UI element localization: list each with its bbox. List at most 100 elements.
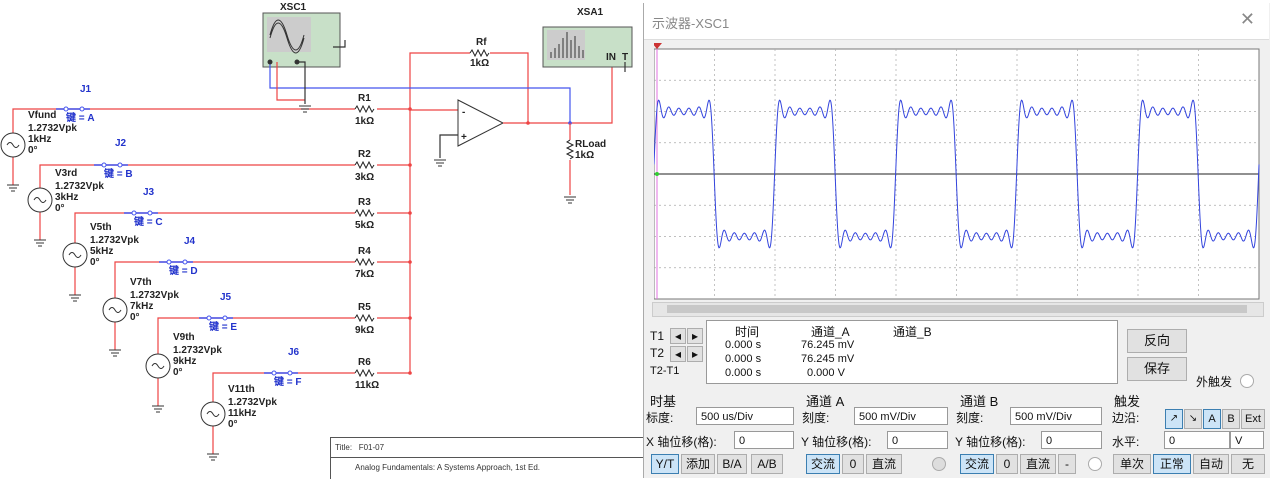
source-amplitude: 1.2732Vpk <box>90 235 139 246</box>
source-frequency: 7kHz <box>130 301 153 312</box>
switch-contact <box>131 210 137 216</box>
source-name: V5th <box>90 222 112 233</box>
oscilloscope-name: XSC1 <box>280 2 307 13</box>
ext-trigger-radio[interactable] <box>1240 374 1254 388</box>
trigger-single-button[interactable]: 单次 <box>1113 454 1151 474</box>
sa-t-label: T <box>622 52 628 63</box>
mode-ab-button[interactable]: A/B <box>751 454 783 474</box>
resistor-value: 5kΩ <box>355 220 374 231</box>
mode-add-button[interactable]: 添加 <box>681 454 715 474</box>
trigger-normal-button[interactable]: 正常 <box>1153 454 1191 474</box>
rf-name: Rf <box>476 37 487 48</box>
channel-b-zero-button[interactable]: 0 <box>996 454 1018 474</box>
ground-icon <box>207 453 219 461</box>
resistor-value: 3kΩ <box>355 172 374 183</box>
channel-b-scale-label: 刻度: <box>956 411 984 425</box>
x-position-input[interactable]: 0 <box>734 431 794 449</box>
resistor-bg <box>355 209 377 217</box>
rload-value: 1kΩ <box>575 150 594 161</box>
scope-display <box>654 43 1260 300</box>
t2-t1-label: T2-T1 <box>650 365 680 377</box>
trigger-source-a-button[interactable]: A <box>1203 409 1221 429</box>
t1-left-button[interactable]: ◂ <box>670 328 686 344</box>
channel-b-minus-button[interactable]: - <box>1058 454 1076 474</box>
channel-a-scale-input[interactable]: 500 mV/Div <box>854 407 948 425</box>
resistor-icon <box>354 313 375 323</box>
trigger-source-ext-button[interactable]: Ext <box>1241 409 1265 429</box>
timebase-scale-input[interactable]: 500 us/Div <box>696 407 794 425</box>
sa-in-label: IN <box>606 52 616 63</box>
switch-key: 键 = B <box>103 167 133 180</box>
trigger-source-b-button[interactable]: B <box>1222 409 1240 429</box>
ground-icon <box>564 196 576 204</box>
window-title: 示波器-XSC1 <box>652 16 730 31</box>
t1-right-button[interactable]: ▸ <box>687 328 703 344</box>
title-block-subtitle: Analog Fundamentals: A Systems Approach,… <box>355 463 540 472</box>
channel-b-radio[interactable] <box>1088 457 1102 471</box>
timebase-scale-label: 标度: <box>646 411 674 425</box>
source-frequency: 3kHz <box>55 192 78 203</box>
channel-a-zero-button[interactable]: 0 <box>842 454 864 474</box>
noninverting-input-wire <box>439 134 458 158</box>
trigger-level-unit[interactable]: V <box>1230 431 1264 449</box>
resistor-value: 7kΩ <box>355 269 374 280</box>
trigger-level-input[interactable]: 0 <box>1164 431 1230 449</box>
close-icon[interactable]: ✕ <box>1239 9 1255 29</box>
source-amplitude: 1.2732Vpk <box>173 345 222 356</box>
trigger-none-button[interactable]: 无 <box>1231 454 1265 474</box>
source-frequency: 1kHz <box>28 134 51 145</box>
cursor-marker-icon <box>654 43 662 49</box>
resistor-bg <box>355 314 377 322</box>
branch-wire <box>157 317 410 354</box>
header-time: 时间 <box>735 325 760 339</box>
falling-edge-button[interactable]: ↘ <box>1184 409 1202 429</box>
ext-trigger-terminal <box>333 40 346 48</box>
trigger-marker <box>655 172 659 176</box>
rf-value: 1kΩ <box>470 58 489 69</box>
channel-b-dc-button[interactable]: 直流 <box>1020 454 1056 474</box>
resistor-name: R1 <box>358 93 371 104</box>
trigger-auto-button[interactable]: 自动 <box>1193 454 1229 474</box>
switch-key: 键 = D <box>168 264 198 277</box>
resistor-name: R5 <box>358 302 371 313</box>
mode-ba-button[interactable]: B/A <box>717 454 747 474</box>
channel-b-ypos-input[interactable]: 0 <box>1041 431 1102 449</box>
op-amp-icon <box>457 99 505 147</box>
resistor-icon <box>354 257 375 267</box>
plus-sign: + <box>461 132 467 143</box>
channel-b-heading: 通道 B <box>960 394 999 409</box>
channel-a-radio[interactable] <box>932 457 946 471</box>
switch-contact <box>182 259 188 265</box>
channel-b-ac-button[interactable]: 交流 <box>960 454 994 474</box>
resistor-bg <box>355 258 377 266</box>
save-button[interactable]: 保存 <box>1127 357 1187 381</box>
channel-a-ac-button[interactable]: 交流 <box>806 454 840 474</box>
switch-key: 键 = C <box>133 215 163 228</box>
dt-channel-a: 0.000 V <box>807 367 845 379</box>
switch-contact <box>206 315 212 321</box>
switch-key: 键 = A <box>65 111 95 124</box>
branch-wire <box>114 261 410 298</box>
branch-wire <box>12 108 410 133</box>
resistor-value: 9kΩ <box>355 325 374 336</box>
sine-icon <box>108 307 122 313</box>
channel-a-ypos-input[interactable]: 0 <box>887 431 948 449</box>
resistor-icon <box>354 208 375 218</box>
mode-yt-button[interactable]: Y/T <box>651 454 679 474</box>
ground-icon <box>7 184 19 192</box>
scrollbar-thumb[interactable] <box>667 305 1247 313</box>
t2-left-button[interactable]: ◂ <box>670 346 686 362</box>
time-scrollbar[interactable] <box>652 302 1264 317</box>
switch-name: J5 <box>220 292 232 303</box>
resistor-icon <box>354 104 375 114</box>
ground-icon <box>152 405 164 413</box>
rising-edge-button[interactable]: ↗ <box>1165 409 1183 429</box>
source-amplitude: 1.2732Vpk <box>28 123 77 134</box>
reverse-button[interactable]: 反向 <box>1127 329 1187 353</box>
source-name: V7th <box>130 277 152 288</box>
source-phase: 0° <box>228 419 238 430</box>
channel-a-dc-button[interactable]: 直流 <box>866 454 902 474</box>
channel-a-wire <box>269 62 571 123</box>
channel-b-scale-input[interactable]: 500 mV/Div <box>1010 407 1102 425</box>
t2-right-button[interactable]: ▸ <box>687 346 703 362</box>
